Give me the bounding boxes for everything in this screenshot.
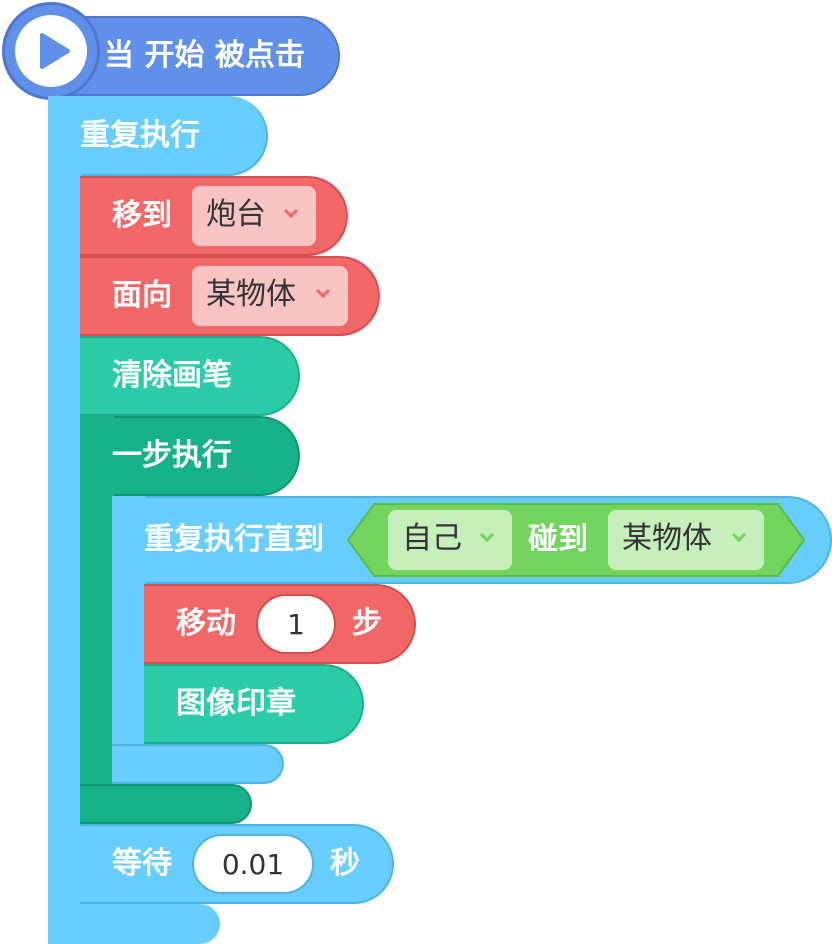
wait-unit: 秒	[330, 846, 360, 881]
touching-verb-label: 碰到	[528, 522, 588, 557]
hat-label: 当 开始 被点击	[104, 38, 305, 73]
move-steps-input[interactable]: 1	[256, 594, 336, 654]
play-icon	[40, 33, 70, 69]
point-towards-label: 面向	[112, 278, 172, 313]
clear-pen-label: 清除画笔	[112, 358, 232, 393]
move-to-target-value: 炮台	[206, 197, 266, 232]
step-run-label: 一步执行	[112, 438, 232, 473]
touching-subject-dropdown[interactable]: 自己	[388, 510, 512, 570]
touching-object-value: 某物体	[622, 521, 712, 556]
stamp-block[interactable]	[144, 664, 364, 744]
chevron-down-icon	[283, 203, 299, 219]
chevron-down-icon	[479, 527, 495, 543]
chevron-down-icon	[731, 527, 747, 543]
move-to-target-dropdown[interactable]: 炮台	[192, 186, 316, 246]
clear-pen-block[interactable]	[80, 336, 300, 416]
touching-subject-value: 自己	[402, 521, 462, 556]
point-towards-target-value: 某物体	[206, 277, 296, 312]
point-towards-target-dropdown[interactable]: 某物体	[192, 266, 348, 326]
move-steps-unit: 步	[352, 606, 382, 641]
chevron-down-icon	[315, 283, 331, 299]
repeat-until-label: 重复执行直到	[144, 522, 324, 557]
move-steps-label: 移动	[176, 606, 236, 641]
touching-object-dropdown[interactable]: 某物体	[608, 510, 764, 570]
wait-label: 等待	[112, 846, 172, 881]
forever-label: 重复执行	[80, 118, 200, 153]
stamp-label: 图像印章	[176, 686, 296, 721]
move-to-label: 移到	[112, 198, 172, 233]
wait-seconds-input[interactable]: 0.01	[192, 834, 314, 894]
play-button[interactable]	[2, 2, 100, 100]
